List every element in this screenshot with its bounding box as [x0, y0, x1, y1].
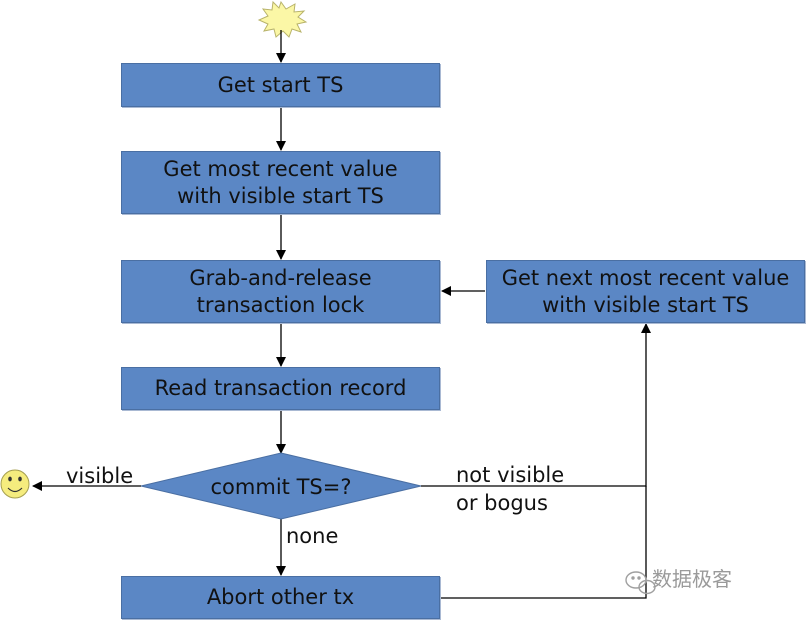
abort-label: Abort other tx: [206, 585, 355, 609]
decision-label: commit TS=?: [210, 475, 352, 499]
edge-label-none: none: [286, 524, 339, 548]
abort-box: Abort other tx: [121, 576, 440, 619]
get-next-value-box: Get next most recent value with visible …: [486, 260, 805, 323]
get-start-ts-box: Get start TS: [121, 63, 440, 107]
get-start-ts-label: Get start TS: [217, 72, 344, 97]
smiley-face-icon: [0, 469, 30, 499]
get-recent-value-label: Get most recent value with visible start…: [163, 156, 398, 208]
edge-label-visible: visible: [66, 464, 134, 488]
read-record-box: Read transaction record: [121, 367, 440, 410]
start-burst-icon: [257, 0, 308, 38]
grab-release-lock-label: Grab-and-release transaction lock: [189, 265, 372, 317]
edge-label-not-visible: not visible or bogus: [456, 463, 565, 515]
decision-diamond: [140, 452, 422, 520]
get-next-value-label: Get next most recent value with visible …: [501, 265, 790, 317]
line-abort-to-loop: [441, 486, 647, 599]
get-recent-value-box: Get most recent value with visible start…: [121, 151, 440, 214]
watermark-text: 数据极客: [652, 567, 732, 591]
read-record-label: Read transaction record: [154, 376, 407, 400]
grab-release-lock-box: Grab-and-release transaction lock: [121, 260, 440, 323]
wechat-logo-icon: [625, 571, 656, 595]
